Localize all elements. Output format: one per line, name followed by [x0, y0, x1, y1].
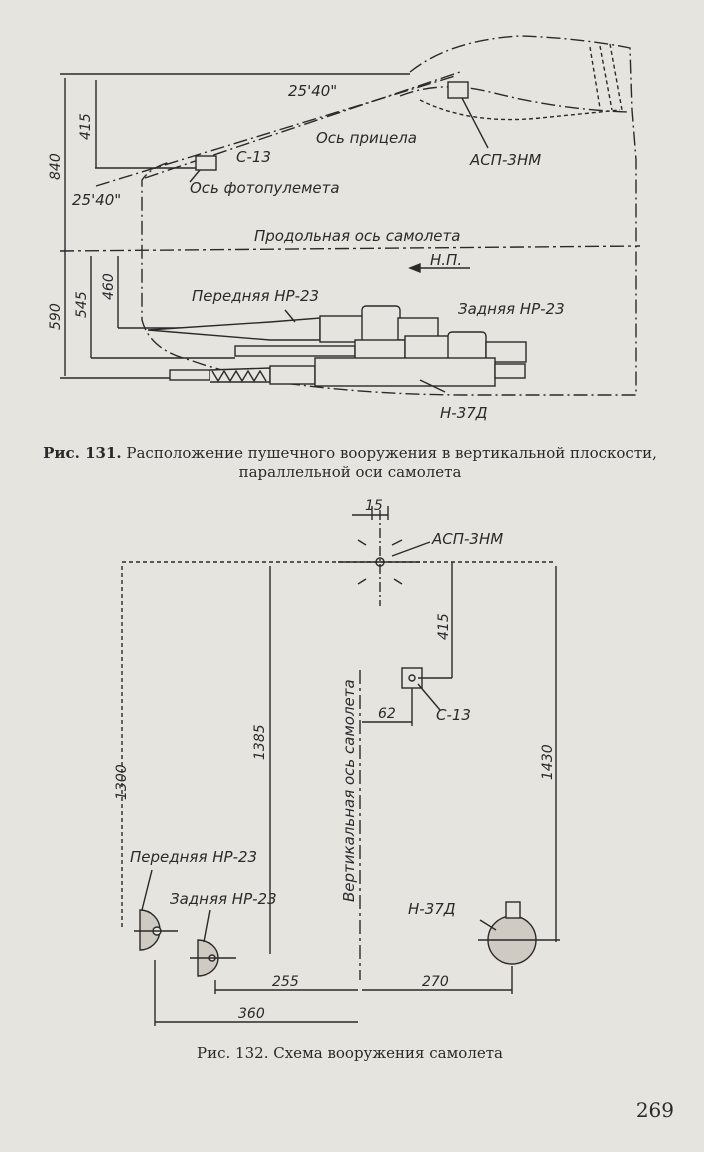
rear-nr-label: Задняя НР-23 — [458, 300, 565, 318]
rear-nr-label-132: Задняя НР-23 — [170, 890, 277, 908]
dim-1300: 1300 — [114, 764, 130, 800]
dim-15: 15 — [365, 498, 383, 514]
dim-1430: 1430 — [540, 744, 556, 780]
longitudinal-axis-line — [59, 245, 641, 252]
dim-62: 62 — [378, 706, 396, 722]
front-nr-label-132: Передняя НР-23 — [130, 848, 257, 866]
photo-axis-label: Ось фотопулемета — [190, 179, 340, 197]
figure-132-caption-text: Схема вооружения самолета — [273, 1044, 503, 1062]
figure-132-drawing: 15 АСП-3НМ 415 62 С-13 Вертикальная ось … — [114, 498, 560, 1026]
dim-1385: 1385 — [252, 724, 268, 760]
asp-label-132: АСП-3НМ — [431, 530, 503, 548]
angle-bottom-label: 25'40" — [72, 191, 121, 209]
front-nr-label: Передняя НР-23 — [192, 287, 319, 305]
dim-460: 460 — [101, 273, 117, 300]
figure-131-caption: Рис. 131. Расположение пушечного вооруже… — [30, 444, 670, 482]
s13-label: С-13 — [236, 148, 271, 166]
long-axis-label: Продольная ось самолета — [254, 227, 460, 245]
dim-590: 590 — [48, 303, 64, 330]
dim-360: 360 — [238, 1006, 265, 1022]
sight-axis-label: Ось прицела — [316, 129, 417, 147]
asp-label: АСП-3НМ — [469, 151, 541, 169]
n37-label: Н-37Д — [440, 404, 488, 422]
angle-top-label: 25'40" — [288, 82, 337, 100]
page-number: 269 — [635, 1098, 674, 1122]
figure-131-caption-number: Рис. 131. — [43, 444, 122, 462]
s13-label-132: С-13 — [436, 706, 471, 724]
figure-131-caption-text: Расположение пушечного вооружения в верт… — [126, 444, 657, 481]
dim-415-132: 415 — [436, 613, 452, 640]
vertical-axis-label: Вертикальная ось самолета — [340, 679, 358, 902]
figure-132-caption: Рис. 132. Схема вооружения самолета — [60, 1044, 640, 1063]
figure-131-drawing: 25'40" Ось прицела АСП-3НМ С-13 25'40" О… — [48, 35, 641, 422]
np-label: Н.П. — [430, 251, 462, 269]
dim-270: 270 — [422, 974, 449, 990]
fuselage-contour — [141, 35, 637, 396]
n37-label-132: Н-37Д — [408, 900, 456, 918]
dim-415: 415 — [78, 113, 94, 140]
dim-545: 545 — [74, 291, 90, 318]
dim-255: 255 — [272, 974, 299, 990]
figure-132-caption-number: Рис. 132. — [197, 1044, 269, 1062]
dim-840: 840 — [48, 153, 64, 180]
